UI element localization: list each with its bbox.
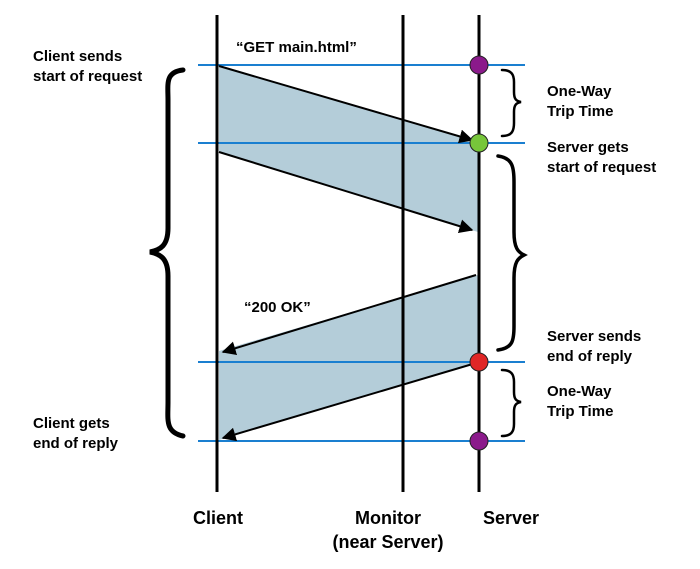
- total-time-brace: [149, 67, 186, 439]
- client-timeline-label: Client: [193, 508, 243, 528]
- client-sends-label-line2: start of request: [33, 68, 142, 85]
- oneway-bottom-brace: [500, 368, 522, 438]
- server-processing-brace: [496, 154, 528, 352]
- response-transfer-band: [219, 275, 478, 440]
- request-arrow-end: [218, 151, 474, 233]
- server-sends-label-line1: Server sends: [547, 328, 641, 345]
- oneway-bottom-label-line1: One-Way: [547, 383, 612, 400]
- server-timeline-label: Server: [483, 508, 539, 528]
- event-dot-client-sends: [469, 55, 489, 75]
- oneway-top-label-line1: One-Way: [547, 83, 612, 100]
- server-sends-label-line2: end of reply: [547, 348, 633, 365]
- oneway-bottom-label-line2: Trip Time: [547, 403, 613, 420]
- client-gets-label-line2: end of reply: [33, 435, 119, 452]
- ok-response-label: “200 OK”: [244, 299, 311, 316]
- request-arrow-start: [218, 65, 474, 144]
- request-transfer-band: [219, 65, 478, 232]
- monitor-timeline-label-line2: (near Server): [332, 532, 443, 552]
- event-dot-server-gets: [469, 133, 489, 153]
- oneway-top-label-line2: Trip Time: [547, 103, 613, 120]
- client-sends-label-line1: Client sends: [33, 48, 122, 65]
- oneway-top-brace: [500, 68, 522, 138]
- get-request-label: “GET main.html”: [236, 39, 357, 56]
- event-dot-server-sends: [469, 352, 489, 372]
- server-gets-label-line1: Server gets: [547, 139, 629, 156]
- response-arrow-end: [221, 362, 477, 442]
- client-gets-label-line1: Client gets: [33, 415, 110, 432]
- response-arrow-start: [221, 274, 477, 356]
- event-dot-client-gets: [469, 431, 489, 451]
- monitor-timeline-label-line1: Monitor: [355, 508, 421, 528]
- server-gets-label-line2: start of request: [547, 159, 656, 176]
